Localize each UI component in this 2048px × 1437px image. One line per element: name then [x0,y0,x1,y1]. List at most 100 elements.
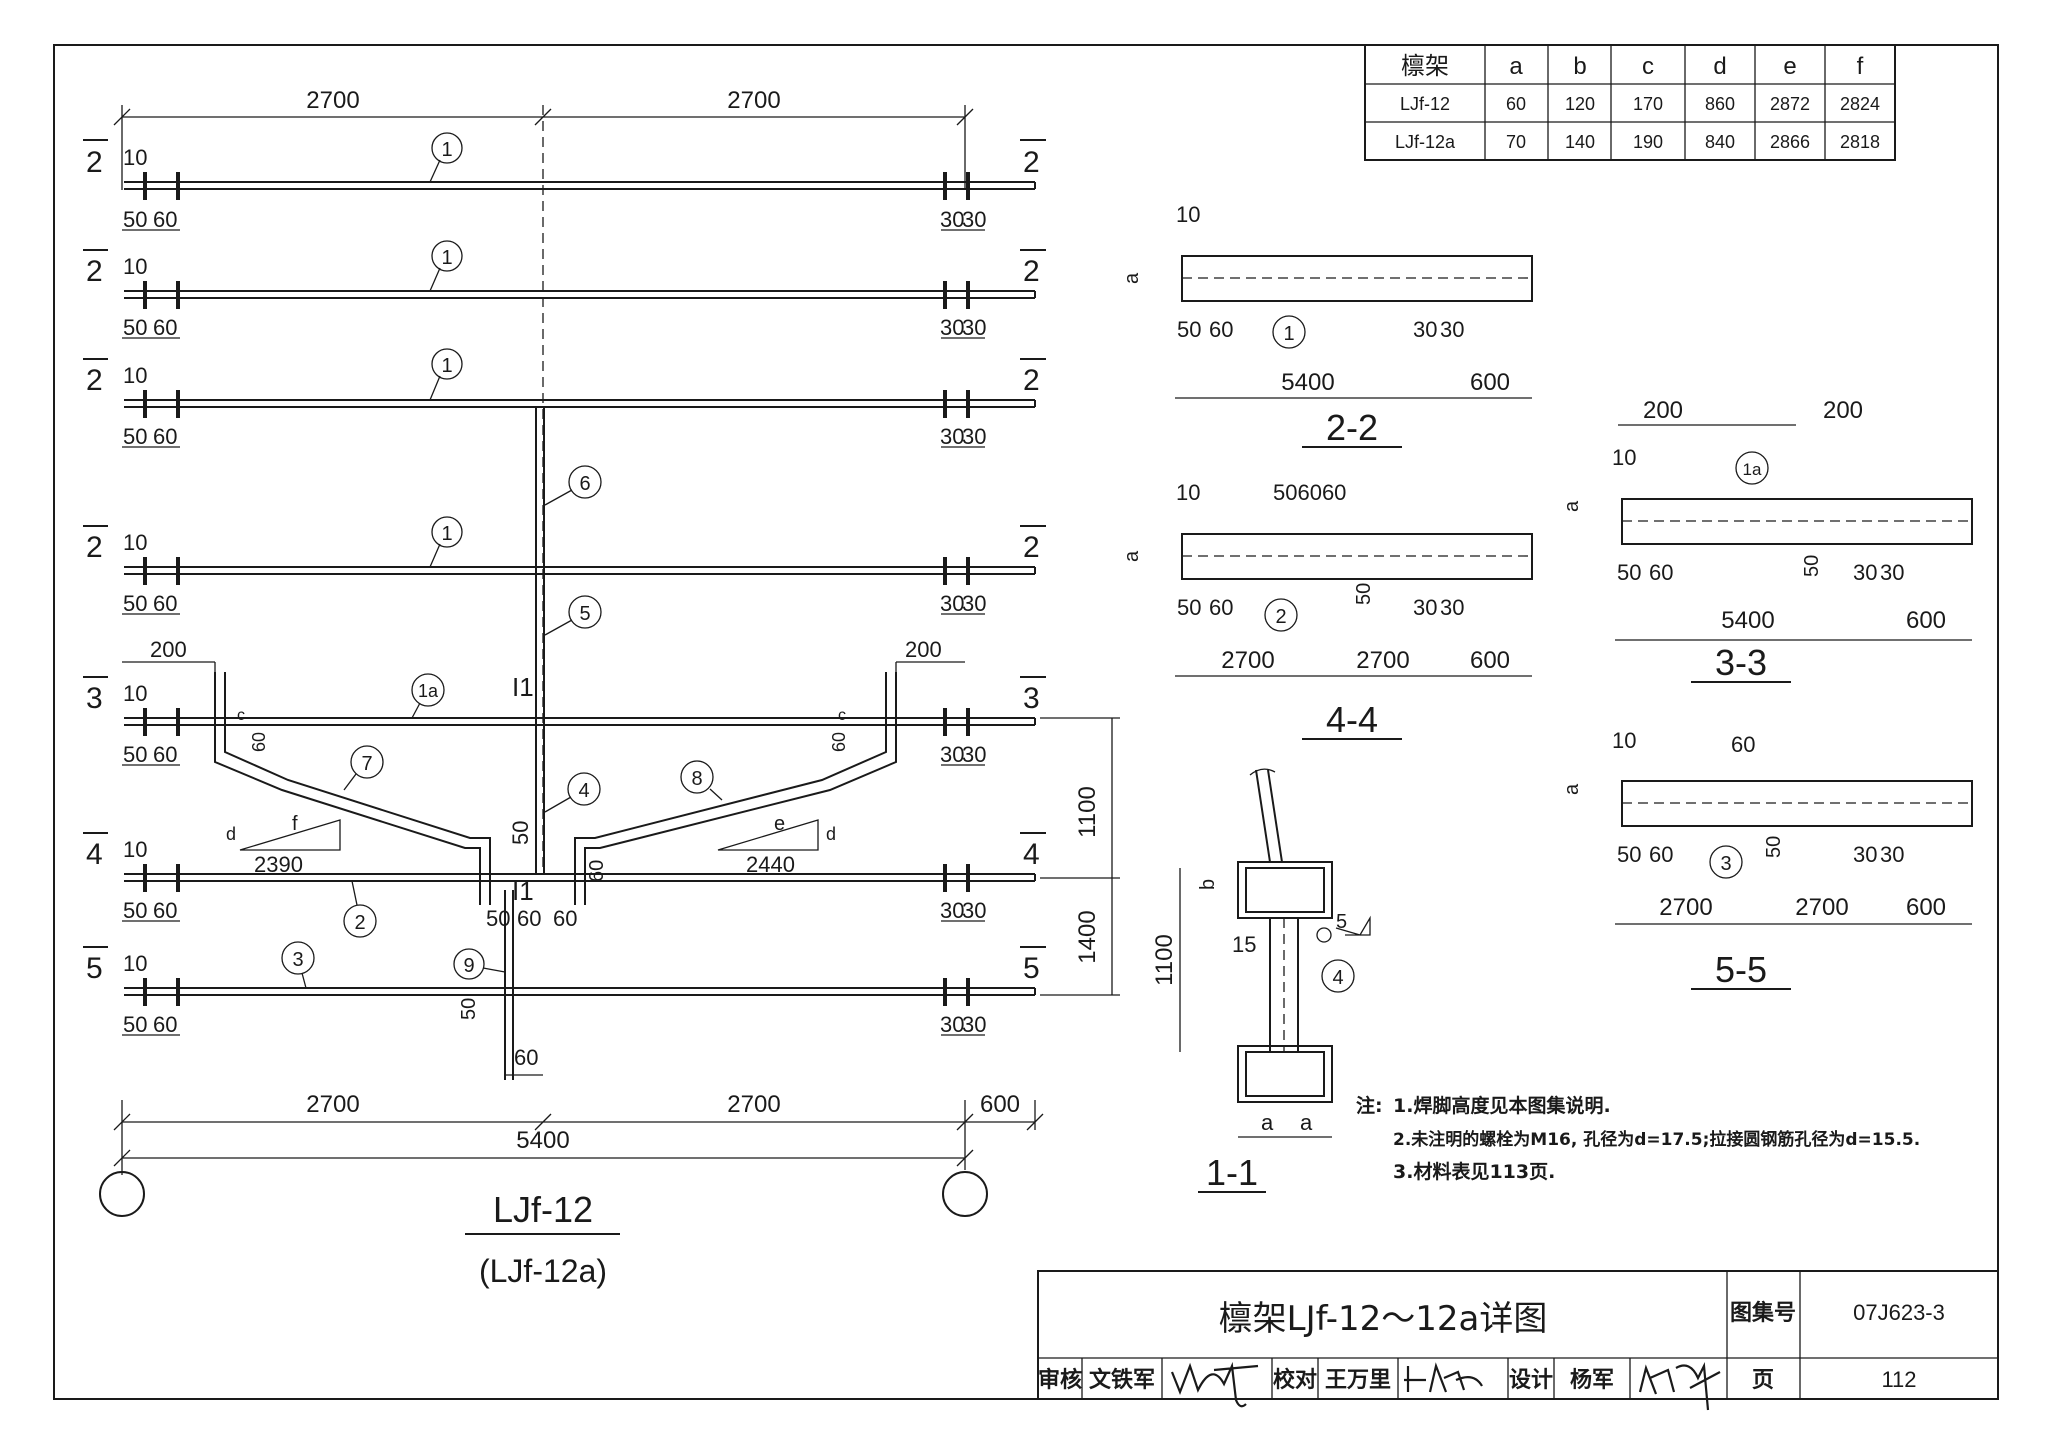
table-cell: 2818 [1840,132,1880,152]
slope-triangle-right: d e 2440 [717,813,836,877]
table-cell: 170 [1633,94,1663,114]
chord-row-5: 10 50 60 30 30 3 3 1a 200 200 c c [83,637,1046,767]
dim-60: 60 [153,1012,177,1037]
section-mark-3: 3 [86,682,103,715]
chord-row-6: 10 50 60 30 30 4 4 2 [83,832,1046,938]
checker-signature [1404,1362,1483,1393]
weld-size-5: 5 [1336,911,1347,933]
chord-row-1: 10 50 60 30 30 2 2 1 [83,132,1046,232]
dim-2390: 2390 [254,852,303,877]
dim-600: 600 [1906,607,1946,634]
dim-30: 30 [1440,317,1464,342]
part-tag-6: 6 [579,473,590,495]
label-a: a [1121,272,1143,284]
dim-total: 5400 [516,1127,569,1154]
dim-2700: 2700 [1356,647,1409,674]
check-label: 校对 [1273,1367,1317,1393]
table-header-b: b [1573,53,1586,80]
marker-i1: I1 [512,876,534,906]
section-mark-2: 2 [1023,146,1040,179]
section-1-1: 5 4 15 b 1100 a a 1-1 [1151,768,1371,1193]
dim-60: 60 [553,906,577,931]
dim-30: 30 [962,315,986,340]
section-title-1-1: 1-1 [1206,1152,1258,1193]
dim-60: 60 [1731,732,1755,757]
slope-triangle-left: d f 2390 [226,813,341,877]
dim-10: 10 [1176,480,1200,505]
diagonal-brace-8: 8 60 [574,672,897,905]
part-tag-1: 1 [441,139,452,161]
part-tag-4: 4 [1332,967,1343,989]
dim-15: 15 [1232,932,1256,957]
dim-bottom-right: 2700 [727,1091,780,1118]
dim-50: 50 [123,424,147,449]
table-cell: LJf-12 [1400,94,1450,114]
marker-i1: I1 [512,672,534,702]
label-d: d [826,824,836,844]
table-cell: LJf-12a [1395,132,1456,152]
label-a: a [1300,1110,1313,1135]
section-title-5-5: 5-5 [1715,949,1767,990]
dim-50: 50 [123,315,147,340]
dim-30: 30 [1440,595,1464,620]
dim-50: 50 [123,207,147,232]
table-cell: 190 [1633,132,1663,152]
note-2: 2.未注明的螺栓为M16, 孔径为d=17.5;拉接圆钢筋孔径为d=15.5. [1393,1129,1920,1150]
dim-60: 60 [153,591,177,616]
dim-30: 30 [1853,560,1877,585]
dim-60: 60 [153,424,177,449]
part-tag-3: 3 [1720,853,1731,875]
section-3-3: 200 200 10 a 1a 50 60 30 30 50 5400 600 … [1561,397,1973,683]
section-mark-2: 2 [1023,531,1040,564]
dim-60: 60 [153,315,177,340]
section-mark-4: 4 [1023,838,1040,871]
table-header-e: e [1783,53,1796,80]
dim-10: 10 [123,145,147,170]
dim-60: 60 [153,207,177,232]
dim-30: 30 [940,742,964,767]
dim-50: 50 [458,998,480,1020]
drawing-title: 檩架LJf-12～12a详图 [1219,1299,1548,1339]
table-header-c: c [1642,53,1654,80]
dim-10: 10 [123,681,147,706]
part-tag-2: 2 [1275,606,1286,628]
main-elevation: 2700 2700 10 50 60 30 30 2 2 1 [83,87,1120,1289]
label-a: a [1121,550,1143,562]
section-mark-2: 2 [86,255,103,288]
section-mark-5: 5 [1023,952,1040,985]
atlas-label: 图集号 [1730,1300,1796,1326]
dim-30: 30 [962,591,986,616]
dim-30: 30 [962,207,986,232]
dim-10: 10 [1612,728,1636,753]
dim-30: 30 [1413,595,1437,620]
dim-60: 60 [829,732,849,752]
dim-50: 50 [1801,555,1823,577]
dim-50: 50 [1353,583,1375,605]
dim-506060: 506060 [1273,480,1346,505]
review-label: 审核 [1038,1367,1082,1393]
dim-600: 600 [1470,369,1510,396]
table-header-f: f [1857,53,1864,80]
dim-50: 50 [508,821,533,845]
dim-1400: 1400 [1074,910,1101,963]
axis-bubble-right [942,1171,988,1217]
section-mark-4: 4 [86,838,103,871]
dim-top-right: 2700 [727,87,780,114]
note-1: 1.焊脚高度见本图集说明. [1393,1094,1611,1117]
dim-60: 60 [586,860,608,882]
section-title-3-3: 3-3 [1715,642,1767,683]
dim-5400: 5400 [1721,607,1774,634]
page-label: 页 [1752,1368,1774,1393]
label-a: a [1561,500,1583,512]
dim-2700: 2700 [1795,894,1848,921]
dim-50: 50 [1617,842,1641,867]
dim-2700: 2700 [1221,647,1274,674]
section-mark-2: 2 [86,146,103,179]
notes: 注: 1.焊脚高度见本图集说明. 2.未注明的螺栓为M16, 孔径为d=17.5… [1356,1094,1920,1183]
part-tag-1: 1 [1283,323,1294,345]
chord-row-7: 10 50 60 30 30 5 5 3 [83,941,1046,1037]
label-a: a [1261,1110,1274,1135]
label-a: a [1561,783,1583,795]
part-tag-7: 7 [361,753,372,775]
dim-60: 60 [153,742,177,767]
